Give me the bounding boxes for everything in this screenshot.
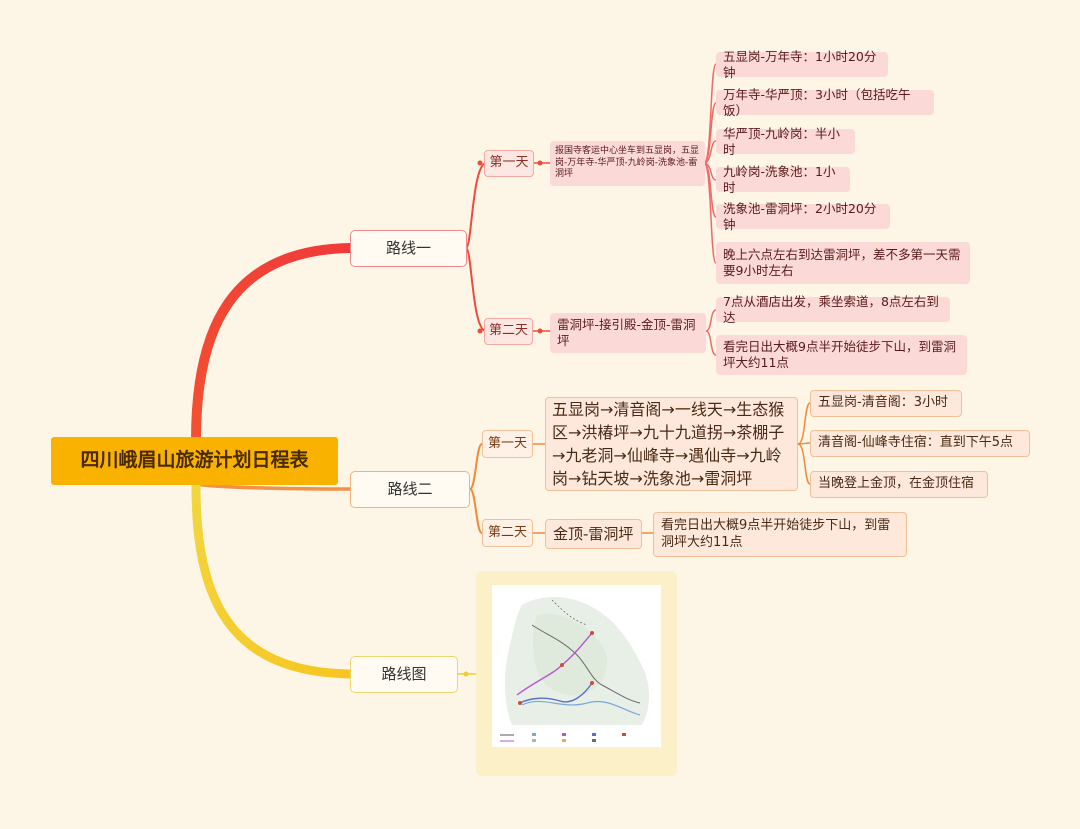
route1-day2-item-2-text: 看完日出大概9点半开始徒步下山，到雷洞坪大约11点 [723,339,956,370]
route-map-drawing [500,596,650,742]
branch-route2-label: 路线二 [387,480,433,499]
route2-day1-item-1-text: 五显岗-清音阁：3小时 [818,395,948,411]
route1-day2[interactable]: 第二天 [484,318,533,345]
root-topic-label: 四川峨眉山旅游计划日程表 [80,449,309,472]
route2-day2-summary[interactable]: 金顶-雷洞坪 [545,519,642,549]
route2-day1-item-3[interactable]: 当晚登上金顶，在金顶住宿 [810,471,988,498]
route2-day1-item-2-text: 清音阁-仙峰寺住宿：直到下午5点 [818,435,1013,451]
route2-day1[interactable]: 第一天 [482,430,533,458]
route2-day2-summary-text: 金顶-雷洞坪 [553,524,634,543]
branch-route-map-label: 路线图 [381,665,427,684]
route-map-image[interactable] [492,585,661,747]
route1-day2-label: 第二天 [488,323,528,339]
route1-day1-summary[interactable]: 报国寺客运中心坐车到五显岗，五显岗-万年寺-华严顶-九岭岗-洗象池-雷洞坪 [550,141,705,186]
route1-day1-item-4-text: 九岭岗-洗象池：1小时 [723,163,836,195]
route1-day1-item-5-text: 洗象池-雷洞坪：2小时20分钟 [723,200,877,232]
route1-day2-summary-text: 雷洞坪-接引殿-金顶-雷洞坪 [557,317,696,348]
route2-day1-item-3-text: 当晚登上金顶，在金顶住宿 [818,476,975,492]
route1-day1-item-6-text: 晚上六点左右到达雷洞坪，差不多第一天需要9小时左右 [723,247,961,278]
route1-day2-item-1-text: 7点从酒店出发，乘坐索道，8点左右到达 [723,293,939,325]
route1-day2-summary[interactable]: 雷洞坪-接引殿-金顶-雷洞坪 [550,313,706,353]
route1-day1-item-2[interactable]: 万年寺-华严顶：3小时（包括吃午饭） [716,86,934,118]
branch-route-map[interactable]: 路线图 [350,656,458,693]
branch-route1-label: 路线一 [385,239,431,258]
branch-route2[interactable]: 路线二 [350,471,470,508]
route1-day1-label: 第一天 [489,155,529,171]
route1-day1-item-5[interactable]: 洗象池-雷洞坪：2小时20分钟 [716,200,890,232]
route1-day1[interactable]: 第一天 [484,150,534,177]
route2-day2[interactable]: 第二天 [482,519,533,547]
route1-day2-item-1[interactable]: 7点从酒店出发，乘坐索道，8点左右到达 [716,293,950,325]
route2-day2-item-1[interactable]: 看完日出大概9点半开始徒步下山，到雷洞坪大约11点 [653,512,907,557]
route2-day1-item-1[interactable]: 五显岗-清音阁：3小时 [810,390,962,417]
route1-day1-item-6[interactable]: 晚上六点左右到达雷洞坪，差不多第一天需要9小时左右 [716,242,970,284]
route1-day2-item-2[interactable]: 看完日出大概9点半开始徒步下山，到雷洞坪大约11点 [716,335,967,375]
route2-day1-summary-text: 五显岗→清音阁→一线天→生态猴区→洪椿坪→九十九道拐→茶棚子→九老洞→仙峰寺→遇… [552,399,785,489]
route-map-frame [476,571,677,776]
route1-day1-item-1-text: 五显岗-万年寺：1小时20分钟 [723,48,877,80]
route1-day1-item-1[interactable]: 五显岗-万年寺：1小时20分钟 [716,48,888,80]
route1-day1-item-3[interactable]: 华严顶-九岭岗：半小时 [716,125,855,157]
route1-day1-item-2-text: 万年寺-华严顶：3小时（包括吃午饭） [723,86,911,118]
route1-day1-summary-text: 报国寺客运中心坐车到五显岗，五显岗-万年寺-华严顶-九岭岗-洗象池-雷洞坪 [555,145,700,180]
root-topic[interactable]: 四川峨眉山旅游计划日程表 [51,437,338,485]
route2-day2-item-1-text: 看完日出大概9点半开始徒步下山，到雷洞坪大约11点 [661,518,891,550]
route2-day2-label: 第二天 [487,524,527,540]
route2-day1-item-2[interactable]: 清音阁-仙峰寺住宿：直到下午5点 [810,430,1030,457]
branch-route1[interactable]: 路线一 [350,230,467,267]
route2-day1-label: 第一天 [487,435,527,451]
route1-day1-item-3-text: 华严顶-九岭岗：半小时 [723,125,841,157]
route1-day1-item-4[interactable]: 九岭岗-洗象池：1小时 [716,163,850,195]
route2-day1-summary[interactable]: 五显岗→清音阁→一线天→生态猴区→洪椿坪→九十九道拐→茶棚子→九老洞→仙峰寺→遇… [545,397,798,491]
